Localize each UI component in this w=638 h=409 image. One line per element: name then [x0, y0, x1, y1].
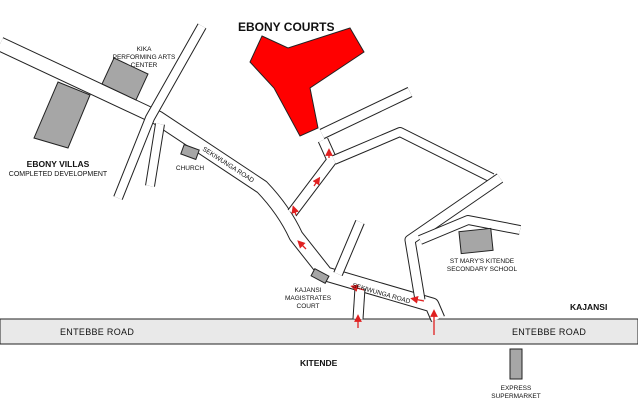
st-marys-label-line2: SECONDARY SCHOOL: [447, 266, 518, 273]
direction-arrows: [291, 148, 438, 335]
arrow-icon: [350, 284, 365, 292]
arrow-icon: [297, 240, 307, 250]
arrow-icon: [312, 176, 321, 187]
church-building: [180, 143, 200, 161]
ebony-courts-label: EBONY COURTS: [238, 20, 334, 34]
ebony-villas-label: EBONY VILLAS: [27, 159, 90, 169]
express-supermarket-label-line1: EXPRESS: [501, 385, 532, 392]
express-supermarket-label-line2: SUPERMARKET: [491, 393, 541, 400]
kika-label-line1: KIKA: [137, 46, 152, 53]
completed-development-label: COMPLETED DEVELOPMENT: [9, 171, 108, 178]
arrow-icon: [291, 205, 299, 216]
buildings: [33, 57, 523, 380]
st-marys-label-line1: ST MARY'S KITENDE: [450, 258, 515, 265]
arrow-icon: [410, 295, 425, 304]
entebbe-road: [0, 318, 638, 345]
kajansi-court-label-line1: KAJANSI: [294, 287, 321, 294]
kitende-area-label: KITENDE: [300, 358, 338, 368]
kajansi-area-label: KAJANSI: [570, 302, 607, 312]
entebbe-road-left-label: ENTEBBE ROAD: [60, 327, 134, 337]
kika-building: [101, 57, 149, 101]
kajansi-court-label-line3: COURT: [297, 303, 320, 310]
sekiwunga-road-upper-label: SEKIWUNGA ROAD: [201, 146, 255, 185]
express-supermarket-building: [509, 348, 523, 380]
road-network: [0, 23, 521, 322]
kajansi-court-label-line2: MAGISTRATES: [285, 295, 332, 302]
ebony-villas-building: [33, 81, 91, 149]
entebbe-road-right-label: ENTEBBE ROAD: [512, 327, 586, 337]
ebony-courts-building: [249, 27, 365, 137]
kika-label-line3: CENTER: [131, 62, 158, 69]
st-marys-building: [458, 227, 494, 255]
kika-label-line2: PERFORMING ARTS: [113, 54, 176, 61]
church-label: CHURCH: [176, 165, 204, 172]
kajansi-court-building: [310, 268, 330, 284]
